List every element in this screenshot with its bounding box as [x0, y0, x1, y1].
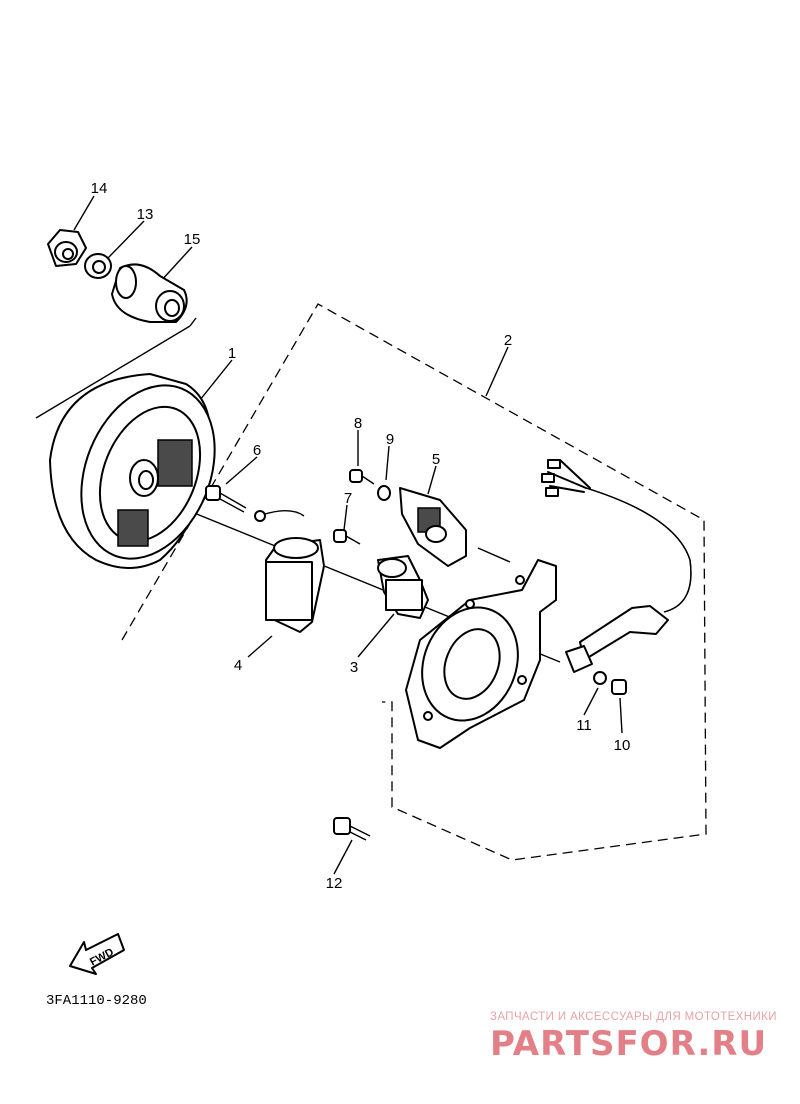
callout-8: 8 [354, 415, 362, 432]
wire-harness [541, 459, 692, 673]
watermark-tagline: ЗАПЧАСТИ И АКСЕССУАРЫ ДЛЯ МОТОТЕХНИКИ [490, 1011, 777, 1023]
washer-part-13 [84, 253, 112, 279]
screw-part-7 [333, 529, 361, 545]
coil-part-4 [254, 510, 325, 633]
screw-part-6 [205, 485, 247, 513]
callout-3: 3 [350, 659, 358, 676]
nut-part-14 [47, 229, 87, 267]
callout-1: 1 [228, 345, 236, 362]
callout-6: 6 [253, 442, 261, 459]
washer-part-9 [377, 485, 391, 501]
watermark-brand: PARTSFOR.RU [490, 1024, 767, 1064]
callout-4: 4 [234, 657, 242, 674]
screw-part-10 [611, 679, 627, 695]
callout-9: 9 [386, 431, 394, 448]
screw-part-8 [349, 469, 375, 485]
pickup-part-5 [399, 487, 467, 567]
fwd-arrow-icon: FWD [69, 933, 125, 975]
callout-10: 10 [614, 737, 631, 754]
callout-labels: 14 13 15 1 2 8 9 5 6 7 4 3 11 10 12 [91, 180, 631, 892]
callout-7: 7 [344, 490, 352, 507]
source-coil-part-3 [377, 555, 429, 619]
flywheel-rotor-part-1 [49, 373, 216, 569]
callout-15: 15 [184, 231, 201, 248]
washer-part-11 [593, 671, 607, 685]
callout-12: 12 [326, 875, 343, 892]
collar-part-15 [111, 263, 188, 323]
callout-13: 13 [137, 206, 154, 223]
stator-assembly-boundary [121, 303, 707, 861]
callout-5: 5 [432, 451, 440, 468]
diagram-code: 3FA1110-9280 [46, 993, 147, 1009]
callout-14: 14 [91, 180, 108, 197]
callout-11: 11 [576, 717, 592, 734]
stator-plate-part-2 [405, 559, 557, 749]
callout-2: 2 [504, 332, 512, 349]
watermark: ЗАПЧАСТИ И АКСЕССУАРЫ ДЛЯ МОТОТЕХНИКИ PA… [490, 1011, 777, 1064]
screw-part-12 [333, 817, 371, 841]
